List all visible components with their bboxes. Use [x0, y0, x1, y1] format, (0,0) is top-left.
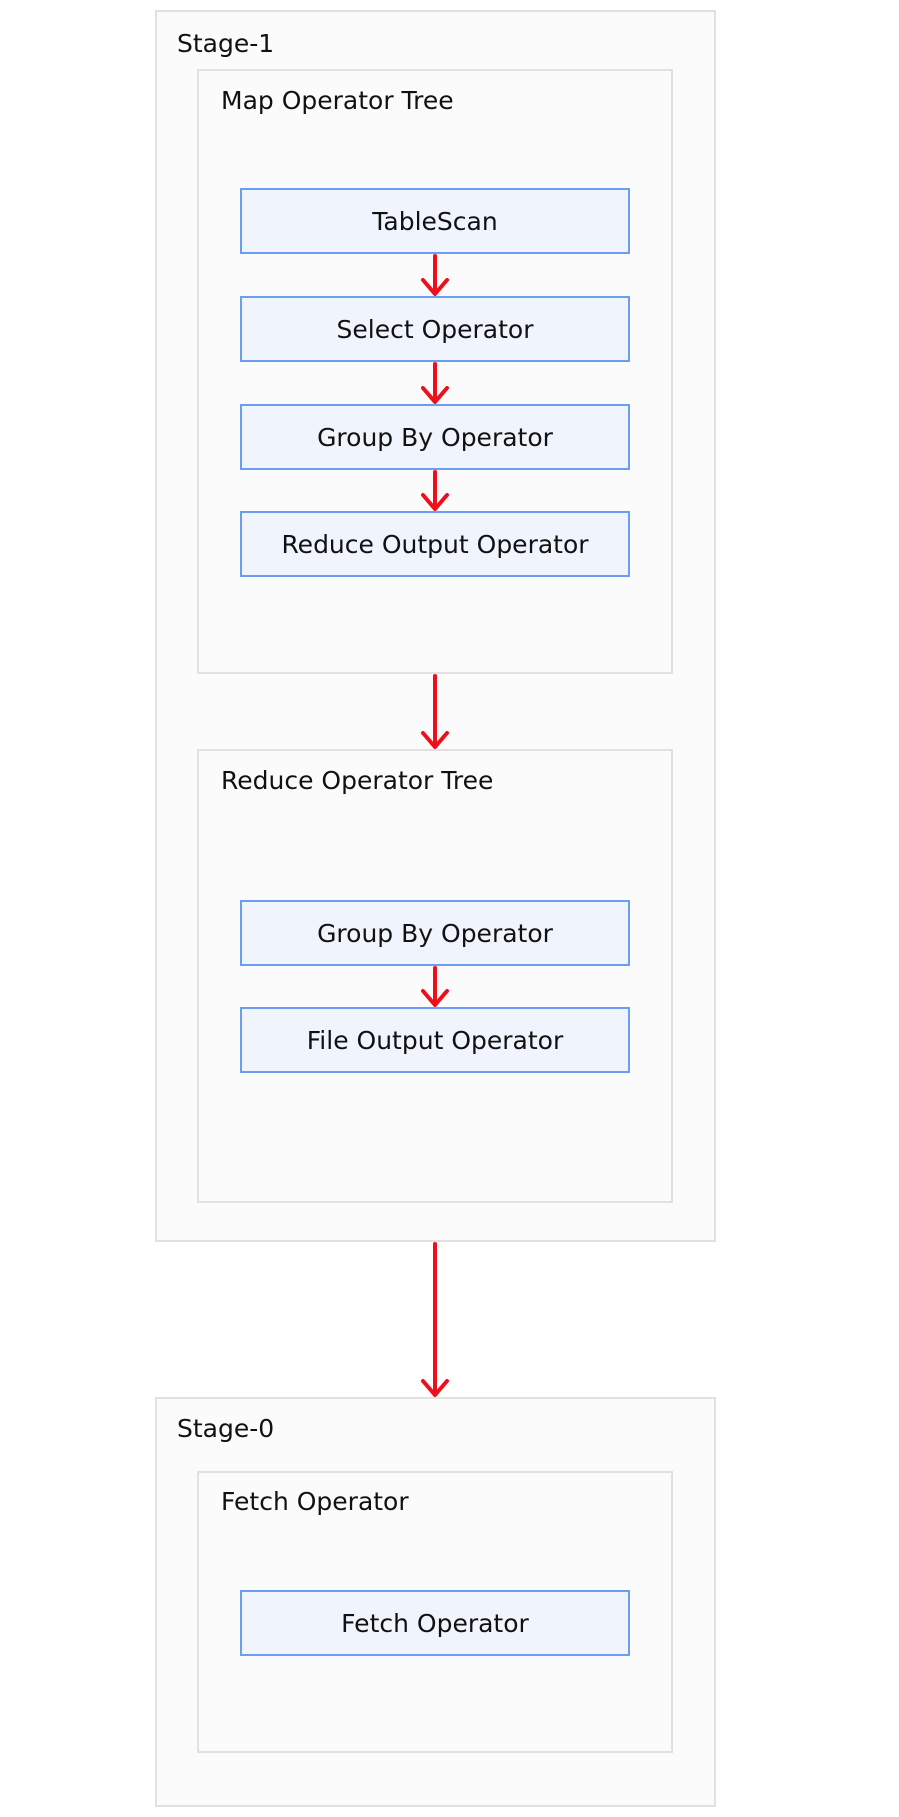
reduce-group-by-operator-node[interactable]: Group By Operator [240, 900, 630, 966]
fetch-operator-node[interactable]: Fetch Operator [240, 1590, 630, 1656]
reduce-operator-tree: Reduce Operator Tree [197, 749, 673, 1203]
reduce-output-operator-node[interactable]: Reduce Output Operator [240, 511, 630, 577]
stage-1-title: Stage-1 [177, 29, 275, 58]
select-operator-node[interactable]: Select Operator [240, 296, 630, 362]
table-scan-node[interactable]: TableScan [240, 188, 630, 254]
map-operator-tree: Map Operator Tree [197, 69, 673, 674]
stage-0-title: Stage-0 [177, 1414, 275, 1443]
reduce-operator-tree-title: Reduce Operator Tree [221, 766, 494, 795]
file-output-operator-node[interactable]: File Output Operator [240, 1007, 630, 1073]
group-by-operator-node[interactable]: Group By Operator [240, 404, 630, 470]
fetch-operator-tree-title: Fetch Operator [221, 1487, 409, 1516]
arrow-stage-1-to-stage-0 [421, 1242, 449, 1397]
map-operator-tree-title: Map Operator Tree [221, 86, 454, 115]
